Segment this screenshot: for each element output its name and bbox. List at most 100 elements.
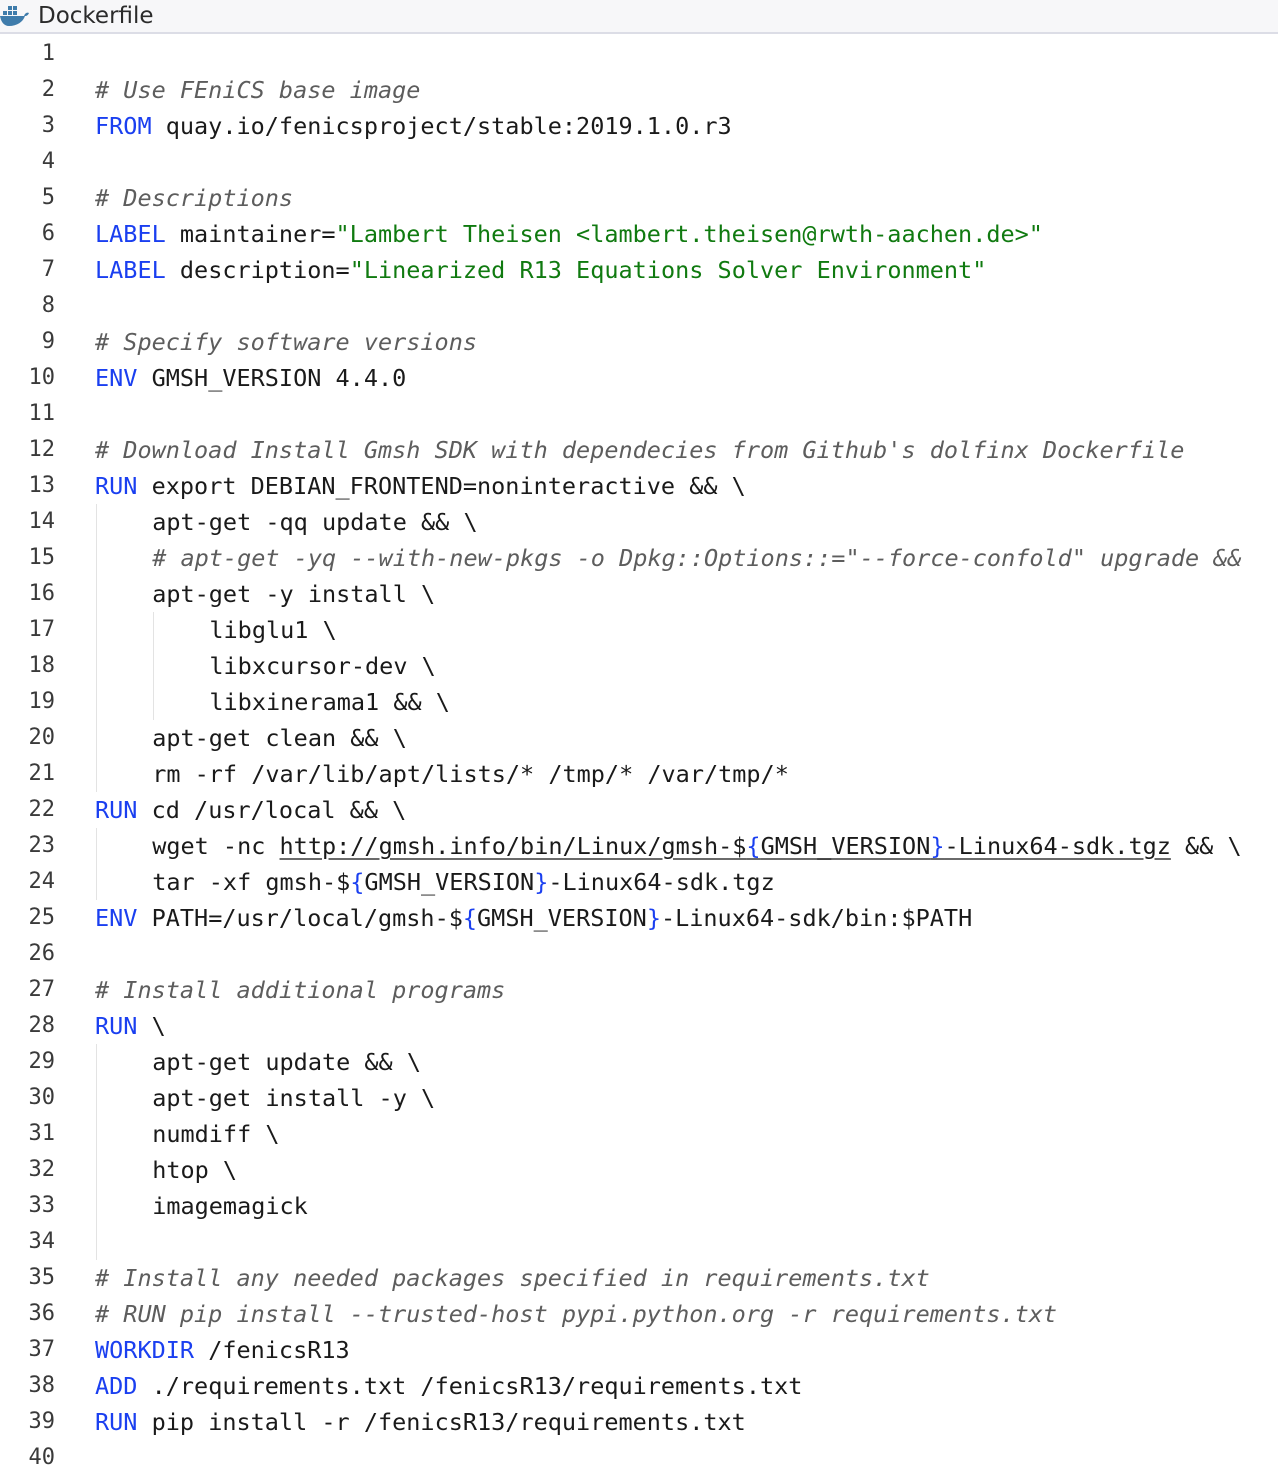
string-token: "Linearized R13 Equations Solver Environ… (349, 256, 987, 284)
code-line[interactable]: 26 (0, 936, 1278, 972)
line-number: 25 (28, 905, 56, 930)
code-token: tar -xf gmsh-$ (152, 868, 351, 896)
code-text: apt-get clean && \ (152, 720, 407, 756)
code-line[interactable]: 40 (0, 1440, 1278, 1476)
url-link[interactable]: GMSH_VERSION (760, 832, 931, 860)
line-number: 3 (41, 113, 55, 138)
code-text: RUN pip install -r /fenicsR13/requiremen… (95, 1404, 746, 1440)
code-line[interactable]: 36# RUN pip install --trusted-host pypi.… (0, 1296, 1278, 1332)
keyword-token: LABEL (95, 220, 166, 248)
code-text: # apt-get -yq --with-new-pkgs -o Dpkg::O… (152, 540, 1241, 576)
code-token: PATH=/usr/local/gmsh-$ (137, 904, 463, 932)
code-token: ./requirements.txt /fenicsR13/requiremen… (137, 1372, 803, 1400)
code-text: libxcursor-dev \ (209, 648, 435, 684)
code-token: GMSH_VERSION (364, 868, 535, 896)
line-number: 16 (28, 581, 56, 606)
comment-token: # Descriptions (95, 184, 294, 212)
code-line[interactable]: 16 apt-get -y install \ (0, 576, 1278, 612)
code-line[interactable]: 35# Install any needed packages specifie… (0, 1260, 1278, 1296)
code-text: libxinerama1 && \ (209, 684, 450, 720)
code-line[interactable]: 3 FROM quay.io/fenicsproject/stable:2019.… (0, 108, 1278, 144)
url-link[interactable]: http://gmsh.info/bin/Linux/gmsh-$ (279, 832, 747, 860)
code-token: libglu1 \ (209, 616, 337, 644)
code-token: imagemagick (152, 1192, 308, 1220)
url-link[interactable]: -Linux64-sdk.tgz (944, 832, 1171, 860)
line-number: 10 (28, 365, 56, 390)
code-line[interactable]: 18 libxcursor-dev \ (0, 648, 1278, 684)
code-token: && \ (1170, 832, 1242, 860)
code-line[interactable]: 34 (0, 1224, 1278, 1260)
line-number: 8 (41, 293, 55, 318)
line-number: 4 (41, 149, 55, 174)
line-number: 38 (28, 1373, 56, 1398)
code-line[interactable]: 37 WORKDIR /fenicsR13 (0, 1332, 1278, 1368)
code-line[interactable]: 2# Use FEniCS base image (0, 72, 1278, 108)
code-line[interactable]: 15# apt-get -yq --with-new-pkgs -o Dpkg:… (0, 540, 1278, 576)
code-line[interactable]: 8 (0, 288, 1278, 324)
code-line[interactable]: 11 (0, 396, 1278, 432)
code-line[interactable]: 4 (0, 144, 1278, 180)
comment-token: # Download Install Gmsh SDK with depende… (95, 436, 1185, 464)
keyword-token: LABEL (95, 256, 166, 284)
keyword-token: WORKDIR (95, 1336, 195, 1364)
line-number: 37 (28, 1337, 56, 1362)
file-tab-title[interactable]: Dockerfile (38, 3, 154, 29)
line-number: 39 (28, 1409, 56, 1434)
code-text: LABEL maintainer="Lambert Theisen <lambe… (95, 216, 1043, 252)
code-token: rm -rf /var/lib/apt/lists/* /tmp/* /var/… (152, 760, 789, 788)
code-text: RUN cd /usr/local && \ (95, 792, 406, 828)
code-text: # RUN pip install --trusted-host pypi.py… (95, 1296, 1057, 1332)
code-text: apt-get -y install \ (152, 576, 435, 612)
comment-token: # Install additional programs (95, 976, 506, 1004)
indent-guide (96, 504, 97, 792)
code-token: wget -nc (152, 832, 280, 860)
code-token: \ (137, 1012, 166, 1040)
code-token: cd /usr/local && \ (137, 796, 407, 824)
code-line[interactable]: 1 (0, 36, 1278, 72)
code-line[interactable]: 27# Install additional programs (0, 972, 1278, 1008)
code-token: { (462, 904, 478, 932)
code-token: apt-get install -y \ (152, 1084, 436, 1112)
code-token: { (350, 868, 365, 896)
code-token: /fenicsR13 (194, 1336, 350, 1364)
code-line[interactable]: 5 # Descriptions (0, 180, 1278, 216)
comment-token: # RUN pip install --trusted-host pypi.py… (95, 1300, 1058, 1328)
line-number: 5 (41, 185, 55, 210)
line-number: 14 (28, 509, 56, 534)
code-text: # Install any needed packages specified … (95, 1260, 930, 1296)
code-token: -Linux64-sdk.tgz (548, 868, 775, 896)
line-number: 26 (28, 941, 56, 966)
code-token: GMSH_VERSION 4.4.0 (137, 364, 407, 392)
code-text: FROM quay.io/fenicsproject/stable:2019.1… (95, 108, 732, 144)
code-text: # Install additional programs (95, 972, 505, 1008)
code-line[interactable]: 12# Download Install Gmsh SDK with depen… (0, 432, 1278, 468)
url-link[interactable]: { (746, 832, 761, 860)
code-line[interactable]: 9# Specify software versions (0, 324, 1278, 360)
code-line[interactable]: 39 RUN pip install -r /fenicsR13/requirem… (0, 1404, 1278, 1440)
line-number: 2 (41, 77, 55, 102)
line-number: 18 (28, 653, 56, 678)
code-text: # Download Install Gmsh SDK with depende… (95, 432, 1184, 468)
url-link[interactable]: } (930, 832, 945, 860)
